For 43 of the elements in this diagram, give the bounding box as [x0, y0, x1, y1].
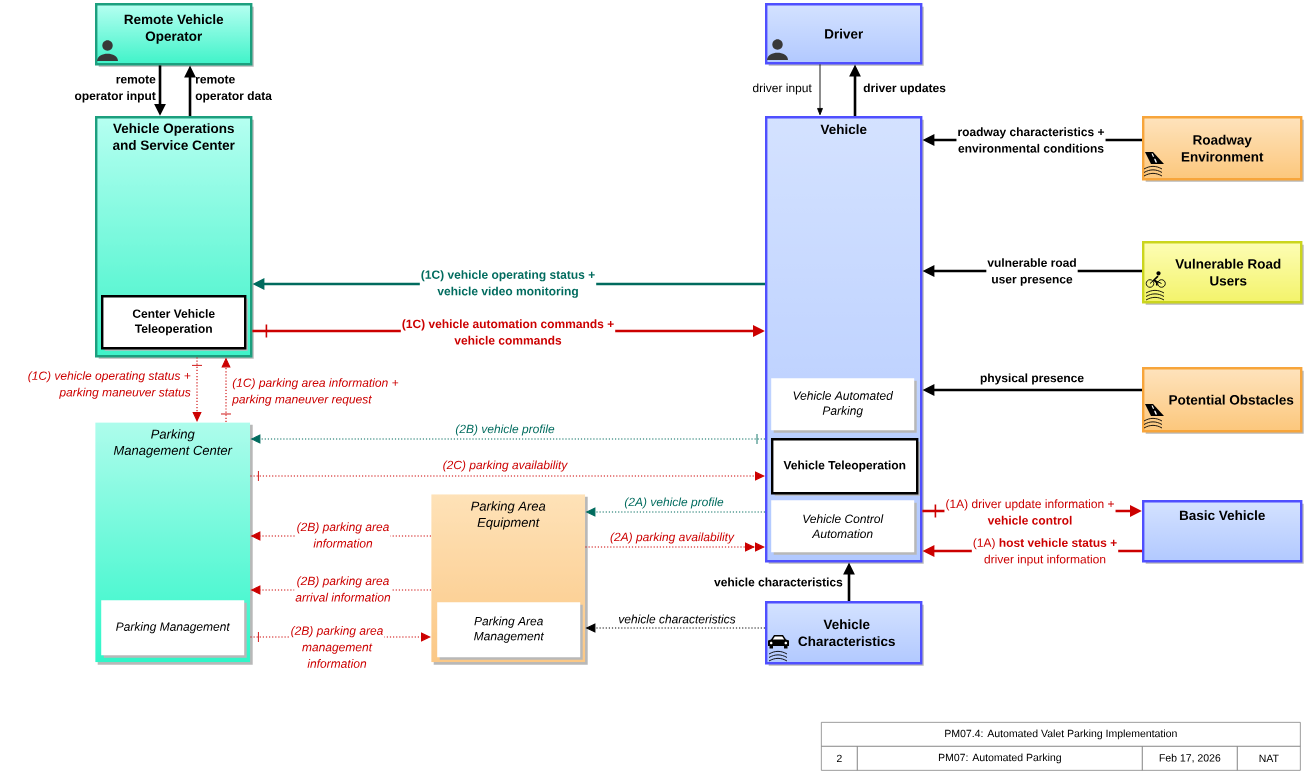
edge-label: driver updates	[863, 83, 946, 95]
edge-label: (2B) parking area arrival information	[294, 575, 392, 603]
arrow	[584, 542, 765, 552]
edge-label: vehicle characteristics	[714, 577, 843, 587]
edge-label: (1A) driver update information + vehicle control	[944, 498, 1116, 526]
object-box: Potential Obstacles	[1142, 367, 1304, 434]
object-box: Remote Vehicle Operator	[95, 3, 254, 67]
arrow	[817, 63, 823, 116]
edge-label: (2B) parking area management information	[289, 625, 385, 669]
table-cell: NAT	[1237, 746, 1301, 771]
function-box: Center Vehicle Teleoperation	[101, 295, 248, 351]
arrow	[249, 470, 765, 482]
edge-label: physical presence	[980, 373, 1084, 385]
function-box: Parking Management	[101, 600, 247, 658]
edge-label: (1C) parking area information + parking maneuver request	[231, 378, 399, 406]
edge-label: (1C) vehicle operating status + vehicle video monitoring	[419, 269, 597, 299]
edge-label: (2C) parking availability	[443, 460, 568, 472]
function-box: Vehicle Teleoperation	[771, 438, 920, 496]
edge-label: (1C) vehicle operating status + parking maneuver status	[28, 371, 191, 399]
edge-label: (1C) vehicle automation commands + vehicle commands	[400, 318, 616, 346]
edge-label: (2A) vehicle profile	[624, 497, 724, 509]
edge-label: driver input	[752, 83, 812, 95]
table-cell: 2	[821, 746, 858, 771]
function-box: Vehicle Control Automation	[771, 500, 917, 555]
edge-label: (2B) vehicle profile	[455, 424, 555, 436]
edge-label: vulnerable road user presence	[986, 257, 1078, 287]
edge-label: roadway characteristics + environmental conditions	[956, 126, 1106, 154]
arrow	[191, 356, 203, 422]
function-box: Parking Area Management	[437, 602, 583, 660]
edge-label: (1A) host vehicle status + driver input information	[971, 537, 1119, 567]
edge-label: vehicle characteristics	[619, 614, 736, 624]
edge-label: (2B) parking area information	[295, 521, 391, 549]
edge-label: remote operator input	[74, 75, 156, 103]
object-box: Roadway Environment	[1142, 116, 1304, 182]
node-label: Parking Area Management	[474, 616, 545, 643]
function-box: Vehicle Automated Parking	[771, 378, 917, 433]
table-cell: Feb 17, 2026	[1142, 746, 1238, 771]
object-box: Vehicle Characteristics	[765, 601, 924, 666]
object-box: Driver	[765, 3, 924, 66]
object-box: Basic Vehicle	[1142, 500, 1304, 564]
object-box: Vulnerable Road Users	[1142, 241, 1304, 305]
edge-label: remote operator data	[195, 75, 272, 103]
edge-label: (2A) parking availability	[610, 532, 735, 544]
